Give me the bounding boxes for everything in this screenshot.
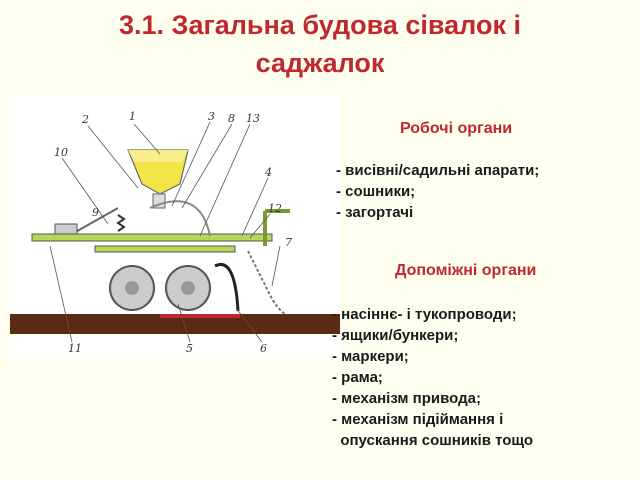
callout-2: 2 (81, 113, 89, 126)
auxiliary-parts-item: - маркери; (332, 348, 409, 365)
callout-3: 3 (208, 110, 215, 123)
working-parts-item: - сошники; (336, 183, 416, 200)
auxiliary-parts-item: опускання сошників тощо (332, 432, 534, 449)
callout-6: 6 (260, 342, 267, 355)
marker-box (54, 223, 78, 235)
slide-title: 3.1. Загальна будова сівалок і саджалок (0, 6, 640, 82)
working-parts-item: - висівні/садильні апарати; (336, 162, 540, 179)
callout-12: 12 (268, 202, 282, 215)
working-parts-item: - загортачі (336, 204, 414, 221)
auxiliary-parts-heading: Допоміжні органи (395, 262, 537, 279)
furrow-line (160, 314, 240, 318)
working-parts-heading: Робочі органи (400, 120, 513, 137)
seeder-diagram: 1 2 3 8 13 10 4 12 7 9 11 5 6 (10, 96, 340, 360)
auxiliary-parts-item: - насіннє- і тукопроводи; (332, 306, 517, 323)
callout-8: 8 (228, 112, 235, 125)
auxiliary-parts-list: - насіннє- і тукопроводи; - ящики/бункер… (332, 304, 533, 451)
auxiliary-parts-item: - ящики/бункери; (332, 327, 459, 344)
slide-title-line-1: 3.1. Загальна будова сівалок і (119, 10, 521, 40)
callout-4: 4 (264, 166, 272, 179)
auxiliary-parts-item: - механізм підіймання і (332, 411, 504, 428)
working-parts-list: - висівні/садильні апарати; - сошники; -… (336, 160, 539, 223)
callout-5: 5 (186, 342, 193, 355)
cover-arc (149, 200, 211, 237)
frame-beam (31, 233, 273, 242)
spring (116, 214, 126, 232)
chain (247, 250, 287, 316)
wheel-left-hub (125, 281, 139, 295)
marker-arm (71, 207, 119, 235)
hopper-top (128, 150, 188, 162)
leader-lines (49, 121, 281, 343)
auxiliary-parts-item: - рама; (332, 369, 383, 386)
lower-frame (94, 245, 236, 253)
auxiliary-parts-item: - механізм привода; (332, 390, 481, 407)
opener (214, 263, 240, 312)
soil-strip (10, 314, 340, 334)
slide-title-line-2: саджалок (255, 48, 385, 78)
callout-13: 13 (246, 112, 260, 125)
callout-9: 9 (92, 206, 99, 219)
seeder-drawing: 1 2 3 8 13 10 4 12 7 9 11 5 6 (10, 110, 340, 355)
callout-1: 1 (129, 110, 136, 123)
callout-11: 11 (68, 342, 82, 355)
callout-10: 10 (54, 146, 68, 159)
wheel-right-hub (181, 281, 195, 295)
callout-7: 7 (285, 236, 292, 249)
